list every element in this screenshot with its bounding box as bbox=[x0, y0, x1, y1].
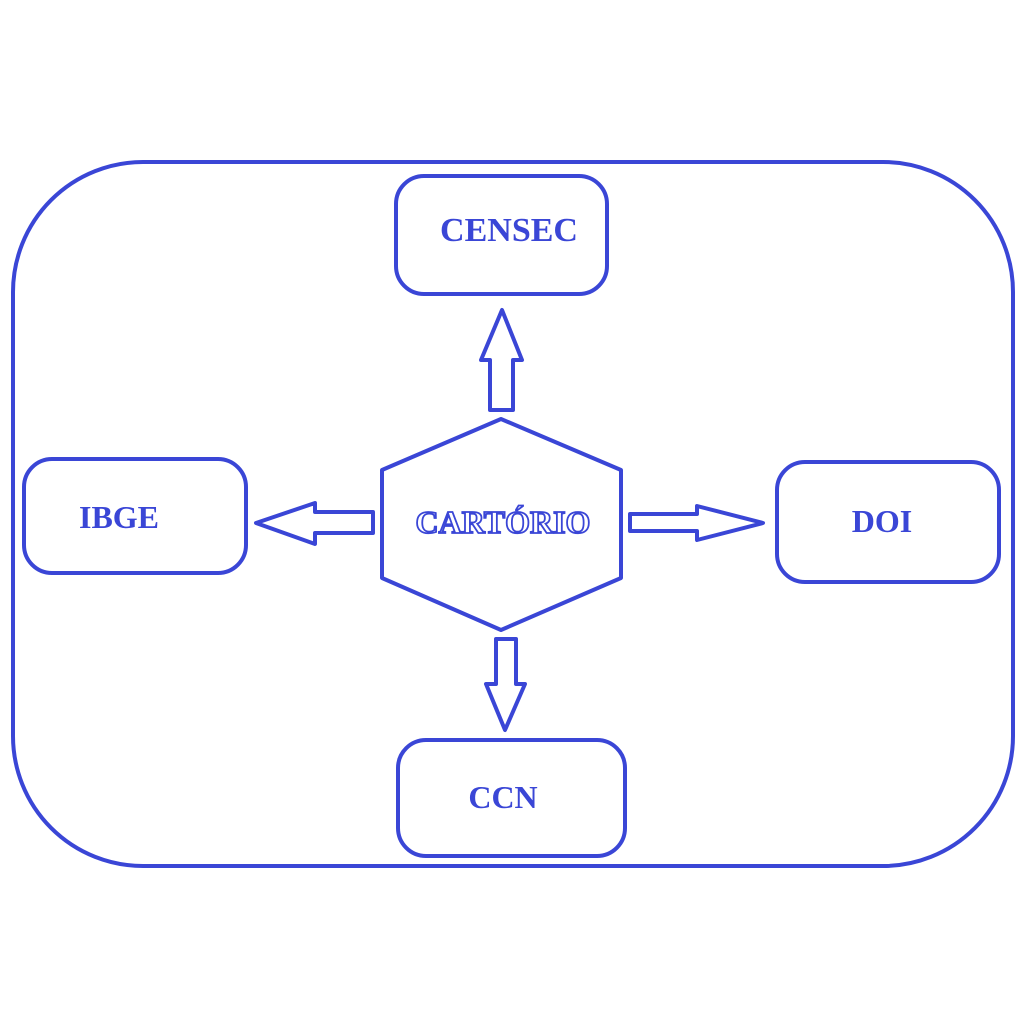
node-ibge-label: IBGE bbox=[79, 499, 159, 535]
node-censec-box bbox=[394, 174, 609, 296]
arrow-down-icon bbox=[484, 637, 527, 732]
node-ccn-label: CCN bbox=[468, 779, 537, 815]
arrow-up-icon bbox=[479, 308, 524, 412]
node-ibge-box bbox=[22, 457, 248, 575]
node-censec-label: CENSEC bbox=[440, 212, 578, 249]
node-ccn-box bbox=[396, 738, 627, 858]
center-hexagon bbox=[380, 417, 623, 632]
node-doi-label: DOI bbox=[852, 503, 912, 539]
arrow-right-icon bbox=[628, 504, 765, 542]
outer-frame bbox=[11, 160, 1015, 868]
center-label: CARTÓRIO bbox=[416, 504, 591, 540]
node-doi-box bbox=[775, 460, 1001, 584]
arrow-left-icon bbox=[254, 501, 375, 546]
